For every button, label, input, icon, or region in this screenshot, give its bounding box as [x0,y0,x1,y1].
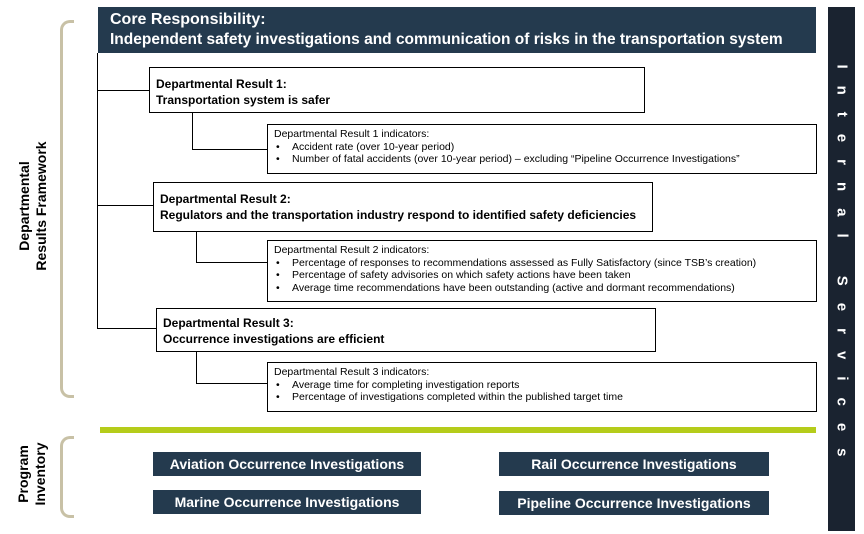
connector-result-1 [97,90,149,91]
result-2-indicators-title: Departmental Result 2 indicators: [274,244,430,256]
list-item: Percentage of safety advisories on which… [274,269,816,282]
list-item: Percentage of responses to recommendatio… [274,257,816,270]
result-2-title: Departmental Result 2: [160,192,291,206]
framework-label-line2: Results Framework [33,141,49,271]
connector-indicators-3-vertical [196,352,197,383]
result-2-box: Departmental Result 2: Regulators and th… [153,182,653,232]
result-2-indicator-list: Percentage of responses to recommendatio… [274,257,816,295]
program-aviation: Aviation Occurrence Investigations [153,452,421,476]
result-1-text: Transportation system is safer [156,93,331,107]
connector-indicators-3-horizontal [196,383,267,384]
core-responsibility-header: Core Responsibility: Independent safety … [98,7,816,53]
result-3-indicators-box: Departmental Result 3 indicators: Averag… [267,362,817,412]
list-item: Average time recommendations have been o… [274,282,816,295]
inventory-label: Program Inventory [0,443,72,506]
result-1-title: Departmental Result 1: [156,77,287,91]
list-item: Number of fatal accidents (over 10-year … [274,153,816,166]
connector-indicators-2-vertical [196,232,197,262]
result-3-title: Departmental Result 3: [163,316,294,330]
result-1-indicators-box: Departmental Result 1 indicators: Accide… [267,124,817,174]
result-2-text: Regulators and the transportation indust… [160,208,637,222]
result-3-indicator-list: Average time for completing investigatio… [274,379,816,404]
result-2-indicators-box: Departmental Result 2 indicators: Percen… [267,240,817,302]
result-3-indicators-title: Departmental Result 3 indicators: [274,366,430,378]
internal-services-bar: Internal Services [828,7,855,531]
framework-label: Departmental Results Framework [0,141,108,270]
result-1-indicator-list: Accident rate (over 10-year period) Numb… [274,141,816,166]
inventory-label-line2: Inventory [32,442,48,506]
result-3-text: Occurrence investigations are efficient [163,332,385,346]
connector-indicators-1-horizontal [192,149,267,150]
connector-indicators-1-vertical [192,113,193,149]
program-rail: Rail Occurrence Investigations [499,452,769,476]
inventory-bracket [60,436,74,518]
section-divider [100,427,816,433]
program-pipeline: Pipeline Occurrence Investigations [499,491,769,515]
core-responsibility-title: Core Responsibility: [110,11,266,28]
program-marine: Marine Occurrence Investigations [153,490,421,514]
list-item: Percentage of investigations completed w… [274,391,816,404]
framework-bracket [60,20,74,398]
list-item: Average time for completing investigatio… [274,379,816,392]
connector-indicators-2-horizontal [196,262,267,263]
result-1-indicators-title: Departmental Result 1 indicators: [274,128,430,140]
result-1-box: Departmental Result 1: Transportation sy… [149,67,645,113]
internal-services-label: Internal Services [833,64,850,474]
main-connector-vertical [97,53,98,328]
connector-result-2 [97,205,153,206]
result-3-box: Departmental Result 3: Occurrence invest… [156,308,656,352]
connector-result-3 [97,328,156,329]
list-item: Accident rate (over 10-year period) [274,141,816,154]
framework-label-line1: Departmental [16,161,32,251]
core-responsibility-text: Independent safety investigations and co… [110,31,783,48]
inventory-label-line1: Program [15,445,31,503]
